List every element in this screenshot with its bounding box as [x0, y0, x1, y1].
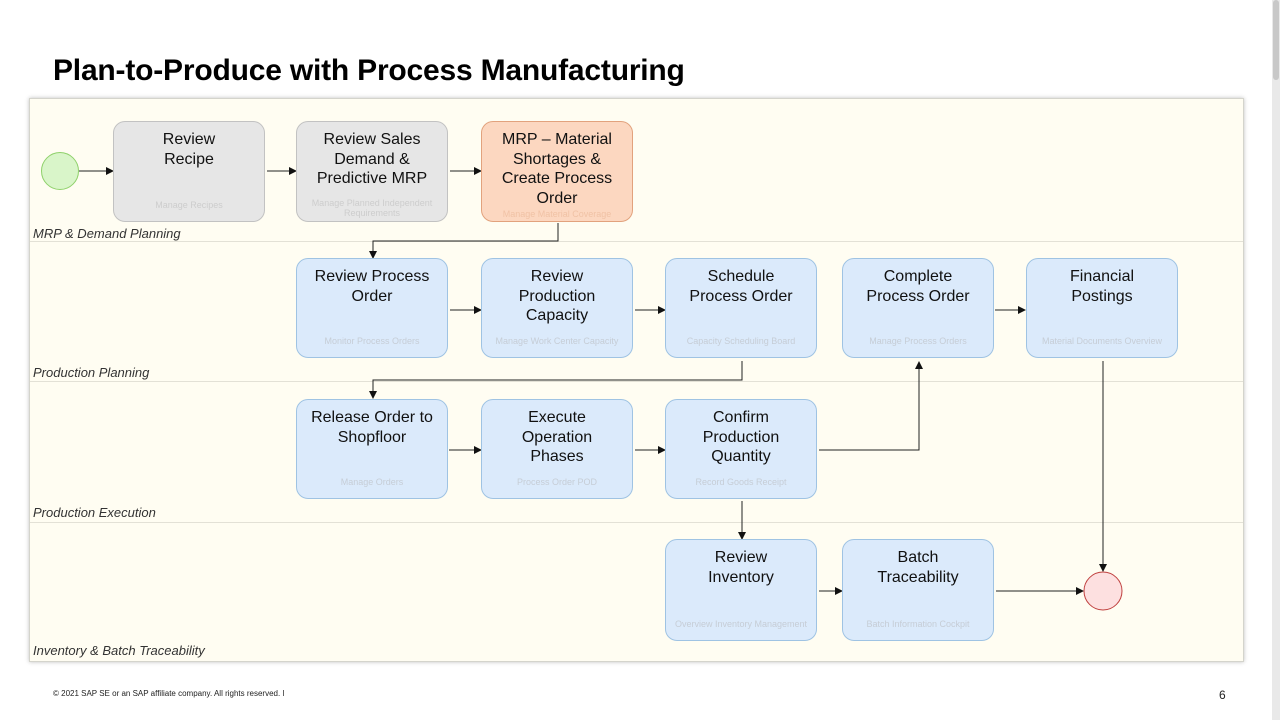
scrollbar-thumb[interactable] [1273, 0, 1279, 80]
lane-label-production-planning: Production Planning [33, 365, 150, 380]
lane-separator [30, 381, 1243, 382]
lane-label-inventory-batch-traceability: Inventory & Batch Traceability [33, 643, 205, 658]
end-event [1083, 571, 1123, 611]
flow-connectors [41, 152, 1123, 611]
app-name: Manage Material Coverage [502, 209, 612, 219]
page-number: 6 [1219, 688, 1226, 702]
app-name: Batch Information Cockpit [866, 619, 970, 629]
app-name: Manage Process Orders [869, 336, 967, 346]
app-name: Manage Recipes [155, 200, 223, 210]
app-name: Record Goods Receipt [695, 477, 787, 487]
edge-schedule-to-release [369, 361, 743, 399]
process-diagram: MRP & Demand Planning Production Plannin… [29, 98, 1244, 662]
app-name: Manage Work Center Capacity [495, 336, 619, 346]
app-name: Capacity Scheduling Board [686, 336, 796, 346]
app-name: Overview Inventory Management [674, 619, 808, 629]
edge-confirm-to-complete [819, 361, 923, 451]
app-name: Manage Orders [340, 477, 404, 487]
slide-title: Plan-to-Produce with Process Manufacturi… [53, 54, 685, 87]
lane-label-mrp-demand-planning: MRP & Demand Planning [33, 226, 181, 241]
edge-mrp-to-review-process-order [369, 223, 559, 259]
app-name: Process Order POD [516, 477, 598, 487]
app-name: Material Documents Overview [1041, 336, 1163, 346]
lane-separator [30, 241, 1243, 242]
vertical-scrollbar[interactable] [1272, 0, 1280, 720]
start-event [41, 152, 79, 190]
app-name: Monitor Process Orders [324, 336, 420, 346]
lane-label-production-execution: Production Execution [33, 505, 156, 520]
lane-separator [30, 522, 1243, 523]
copyright-footer: © 2021 SAP SE or an SAP affiliate compan… [53, 689, 285, 698]
